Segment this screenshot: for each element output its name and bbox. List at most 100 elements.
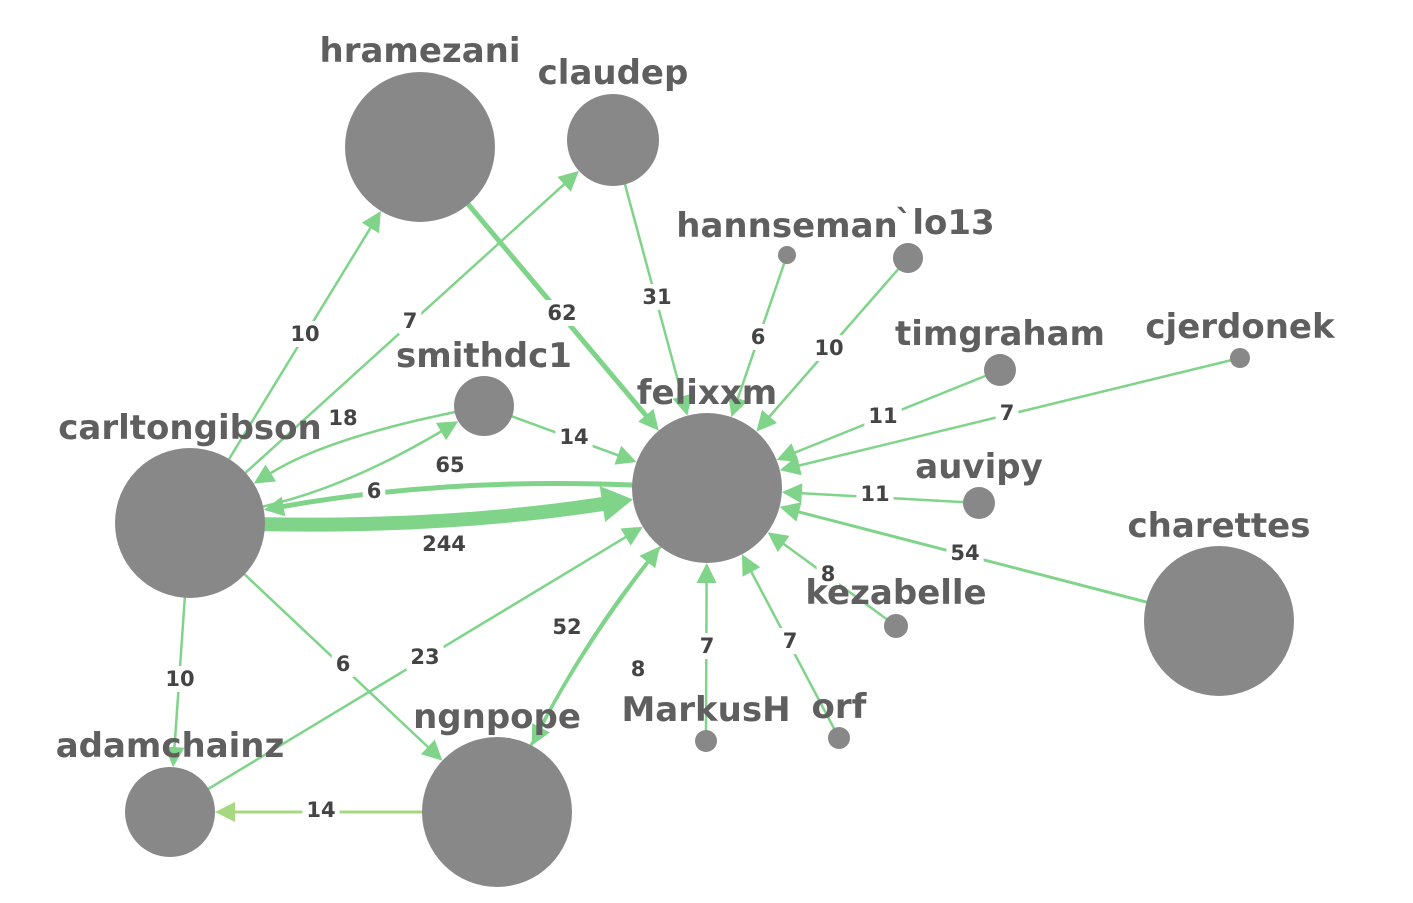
arrowhead-carltongibson-to-claudep bbox=[557, 170, 579, 192]
edge-weight-text: 10 bbox=[814, 336, 843, 360]
node-auvipy[interactable] bbox=[963, 487, 995, 519]
edge-weight-background bbox=[638, 284, 676, 310]
node-label-charettes: charettes bbox=[1128, 506, 1311, 546]
node-ngnpope[interactable] bbox=[422, 737, 572, 887]
edge-weight-background bbox=[555, 424, 593, 450]
edge-weight-background bbox=[810, 335, 848, 361]
edge-weight-background bbox=[362, 478, 386, 504]
edge-weight-label-hannseman-to-felixxm: 6 bbox=[746, 324, 770, 350]
node-charettes[interactable] bbox=[1144, 546, 1294, 696]
edge-weight-text: 7 bbox=[403, 309, 418, 333]
edge-weight-label-felixxm-to-ngnpope: 8 bbox=[626, 656, 650, 682]
edge-weight-background bbox=[548, 614, 586, 640]
edge-carltongibson-to-smithdc1 bbox=[261, 430, 443, 508]
arrowhead-felixxm-to-carltongibson bbox=[263, 496, 286, 517]
node-label-kezabelle: kezabelle bbox=[805, 573, 986, 613]
edge-weight-text: 7 bbox=[1000, 401, 1015, 425]
arrowhead-smithdc1-to-carltongibson bbox=[253, 464, 277, 484]
node-adamchainz[interactable] bbox=[125, 767, 215, 857]
edge-weight-label-felixxm-to-carltongibson: 65 bbox=[431, 452, 469, 478]
edge-weight-label-lo13-to-felixxm: 10 bbox=[810, 335, 848, 361]
edge-weight-text: 6 bbox=[336, 652, 351, 676]
edge-weight-text: 6 bbox=[751, 325, 766, 349]
arrowhead-carltongibson-to-hramezani bbox=[361, 211, 381, 234]
arrowhead-carltongibson-to-felixxm bbox=[599, 486, 633, 522]
node-lo13[interactable] bbox=[893, 243, 923, 273]
edge-weight-text: 31 bbox=[642, 285, 671, 309]
arrowhead-kezabelle-to-felixxm bbox=[767, 532, 790, 553]
arrowhead-MarkusH-to-felixxm bbox=[696, 563, 717, 583]
edge-weight-text: 8 bbox=[631, 657, 646, 681]
edge-weight-text: 8 bbox=[821, 562, 836, 586]
arrowhead-smithdc1-to-felixxm bbox=[614, 445, 637, 465]
node-claudep[interactable] bbox=[567, 94, 659, 186]
edge-weight-background bbox=[324, 405, 362, 431]
edge-weight-text: 10 bbox=[290, 322, 319, 346]
edge-weight-text: 14 bbox=[559, 425, 588, 449]
node-MarkusH[interactable] bbox=[695, 730, 717, 752]
edge-weight-label-timgraham-to-felixxm: 11 bbox=[864, 403, 902, 429]
edge-weight-label-ngnpope-to-felixxm: 52 bbox=[548, 614, 586, 640]
edge-weight-text: 11 bbox=[868, 404, 897, 428]
edge-weight-label-carltongibson-to-ngnpope: 6 bbox=[331, 651, 355, 677]
edge-weight-background bbox=[418, 531, 470, 557]
arrowhead-charettes-to-felixxm bbox=[779, 502, 802, 522]
node-timgraham[interactable] bbox=[984, 354, 1016, 386]
arrowhead-cjerdonek-to-felixxm bbox=[779, 455, 802, 476]
edge-weight-background bbox=[856, 481, 894, 507]
edge-weight-text: 11 bbox=[860, 482, 889, 506]
arrowhead-ngnpope-to-adamchainz bbox=[215, 802, 235, 822]
node-label-felixxm: felixxm bbox=[637, 373, 777, 413]
edge-weight-background bbox=[302, 797, 340, 823]
node-hannseman[interactable] bbox=[778, 246, 796, 264]
edge-weight-background bbox=[161, 666, 199, 692]
edge-weight-label-smithdc1-to-carltongibson: 6 bbox=[362, 478, 386, 504]
node-kezabelle[interactable] bbox=[884, 614, 908, 638]
arrowhead-adamchainz-to-felixxm bbox=[620, 526, 643, 546]
node-smithdc1[interactable] bbox=[454, 376, 514, 436]
edge-weight-label-hramezani-to-felixxm: 62 bbox=[543, 300, 581, 326]
node-orf[interactable] bbox=[828, 727, 850, 749]
edge-weight-text: 54 bbox=[950, 541, 979, 565]
node-label-ngnpope: ngnpope bbox=[413, 697, 581, 737]
edge-weight-label-carltongibson-to-felixxm: 244 bbox=[418, 531, 470, 557]
node-carltongibson[interactable] bbox=[115, 448, 265, 598]
edge-weight-label-orf-to-felixxm: 7 bbox=[778, 628, 802, 654]
node-felixxm[interactable] bbox=[632, 413, 782, 563]
edge-weight-text: 14 bbox=[306, 798, 335, 822]
edge-weight-text: 7 bbox=[700, 634, 715, 658]
edge-weight-label-carltongibson-to-adamchainz: 10 bbox=[161, 666, 199, 692]
edge-weight-label-kezabelle-to-felixxm: 8 bbox=[816, 561, 840, 587]
edge-weight-text: 10 bbox=[165, 667, 194, 691]
node-label-cjerdonek: cjerdonek bbox=[1145, 307, 1336, 347]
edge-weight-background bbox=[431, 452, 469, 478]
node-cjerdonek[interactable] bbox=[1230, 348, 1250, 368]
node-hramezani[interactable] bbox=[345, 72, 495, 222]
node-label-claudep: claudep bbox=[538, 53, 689, 93]
edge-felixxm-to-ngnpope bbox=[539, 545, 662, 730]
edge-weight-label-carltongibson-to-hramezani: 10 bbox=[286, 321, 324, 347]
arrowhead-lo13-to-felixxm bbox=[756, 409, 777, 432]
edge-weight-label-smithdc1-to-felixxm: 14 bbox=[555, 424, 593, 450]
arrowhead-hramezani-to-felixxm bbox=[638, 408, 659, 431]
edge-weight-label-carltongibson-to-claudep: 7 bbox=[398, 308, 422, 334]
edge-weight-background bbox=[286, 321, 324, 347]
arrowhead-carltongibson-to-adamchainz bbox=[164, 746, 185, 768]
edge-weight-background bbox=[406, 644, 444, 670]
edge-weight-label-auvipy-to-felixxm: 11 bbox=[856, 481, 894, 507]
edge-weight-text: 23 bbox=[410, 645, 439, 669]
arrowhead-hannseman-to-felixxm bbox=[728, 394, 748, 418]
edge-weight-background bbox=[864, 403, 902, 429]
node-label-hramezani: hramezani bbox=[320, 31, 521, 71]
arrowhead-orf-to-felixxm bbox=[742, 554, 761, 577]
edge-weight-background bbox=[778, 628, 802, 654]
node-label-adamchainz: adamchainz bbox=[56, 726, 285, 766]
edge-weight-text: 6 bbox=[367, 479, 382, 503]
edge-weight-label-cjerdonek-to-felixxm: 7 bbox=[995, 400, 1019, 426]
edge-weight-text: 65 bbox=[435, 453, 464, 477]
node-label-hannseman: hannseman bbox=[676, 206, 897, 246]
arrowhead-ngnpope-to-felixxm bbox=[639, 546, 660, 569]
node-label-smithdc1: smithdc1 bbox=[396, 336, 572, 376]
edge-weight-label-adamchainz-to-felixxm: 23 bbox=[406, 644, 444, 670]
